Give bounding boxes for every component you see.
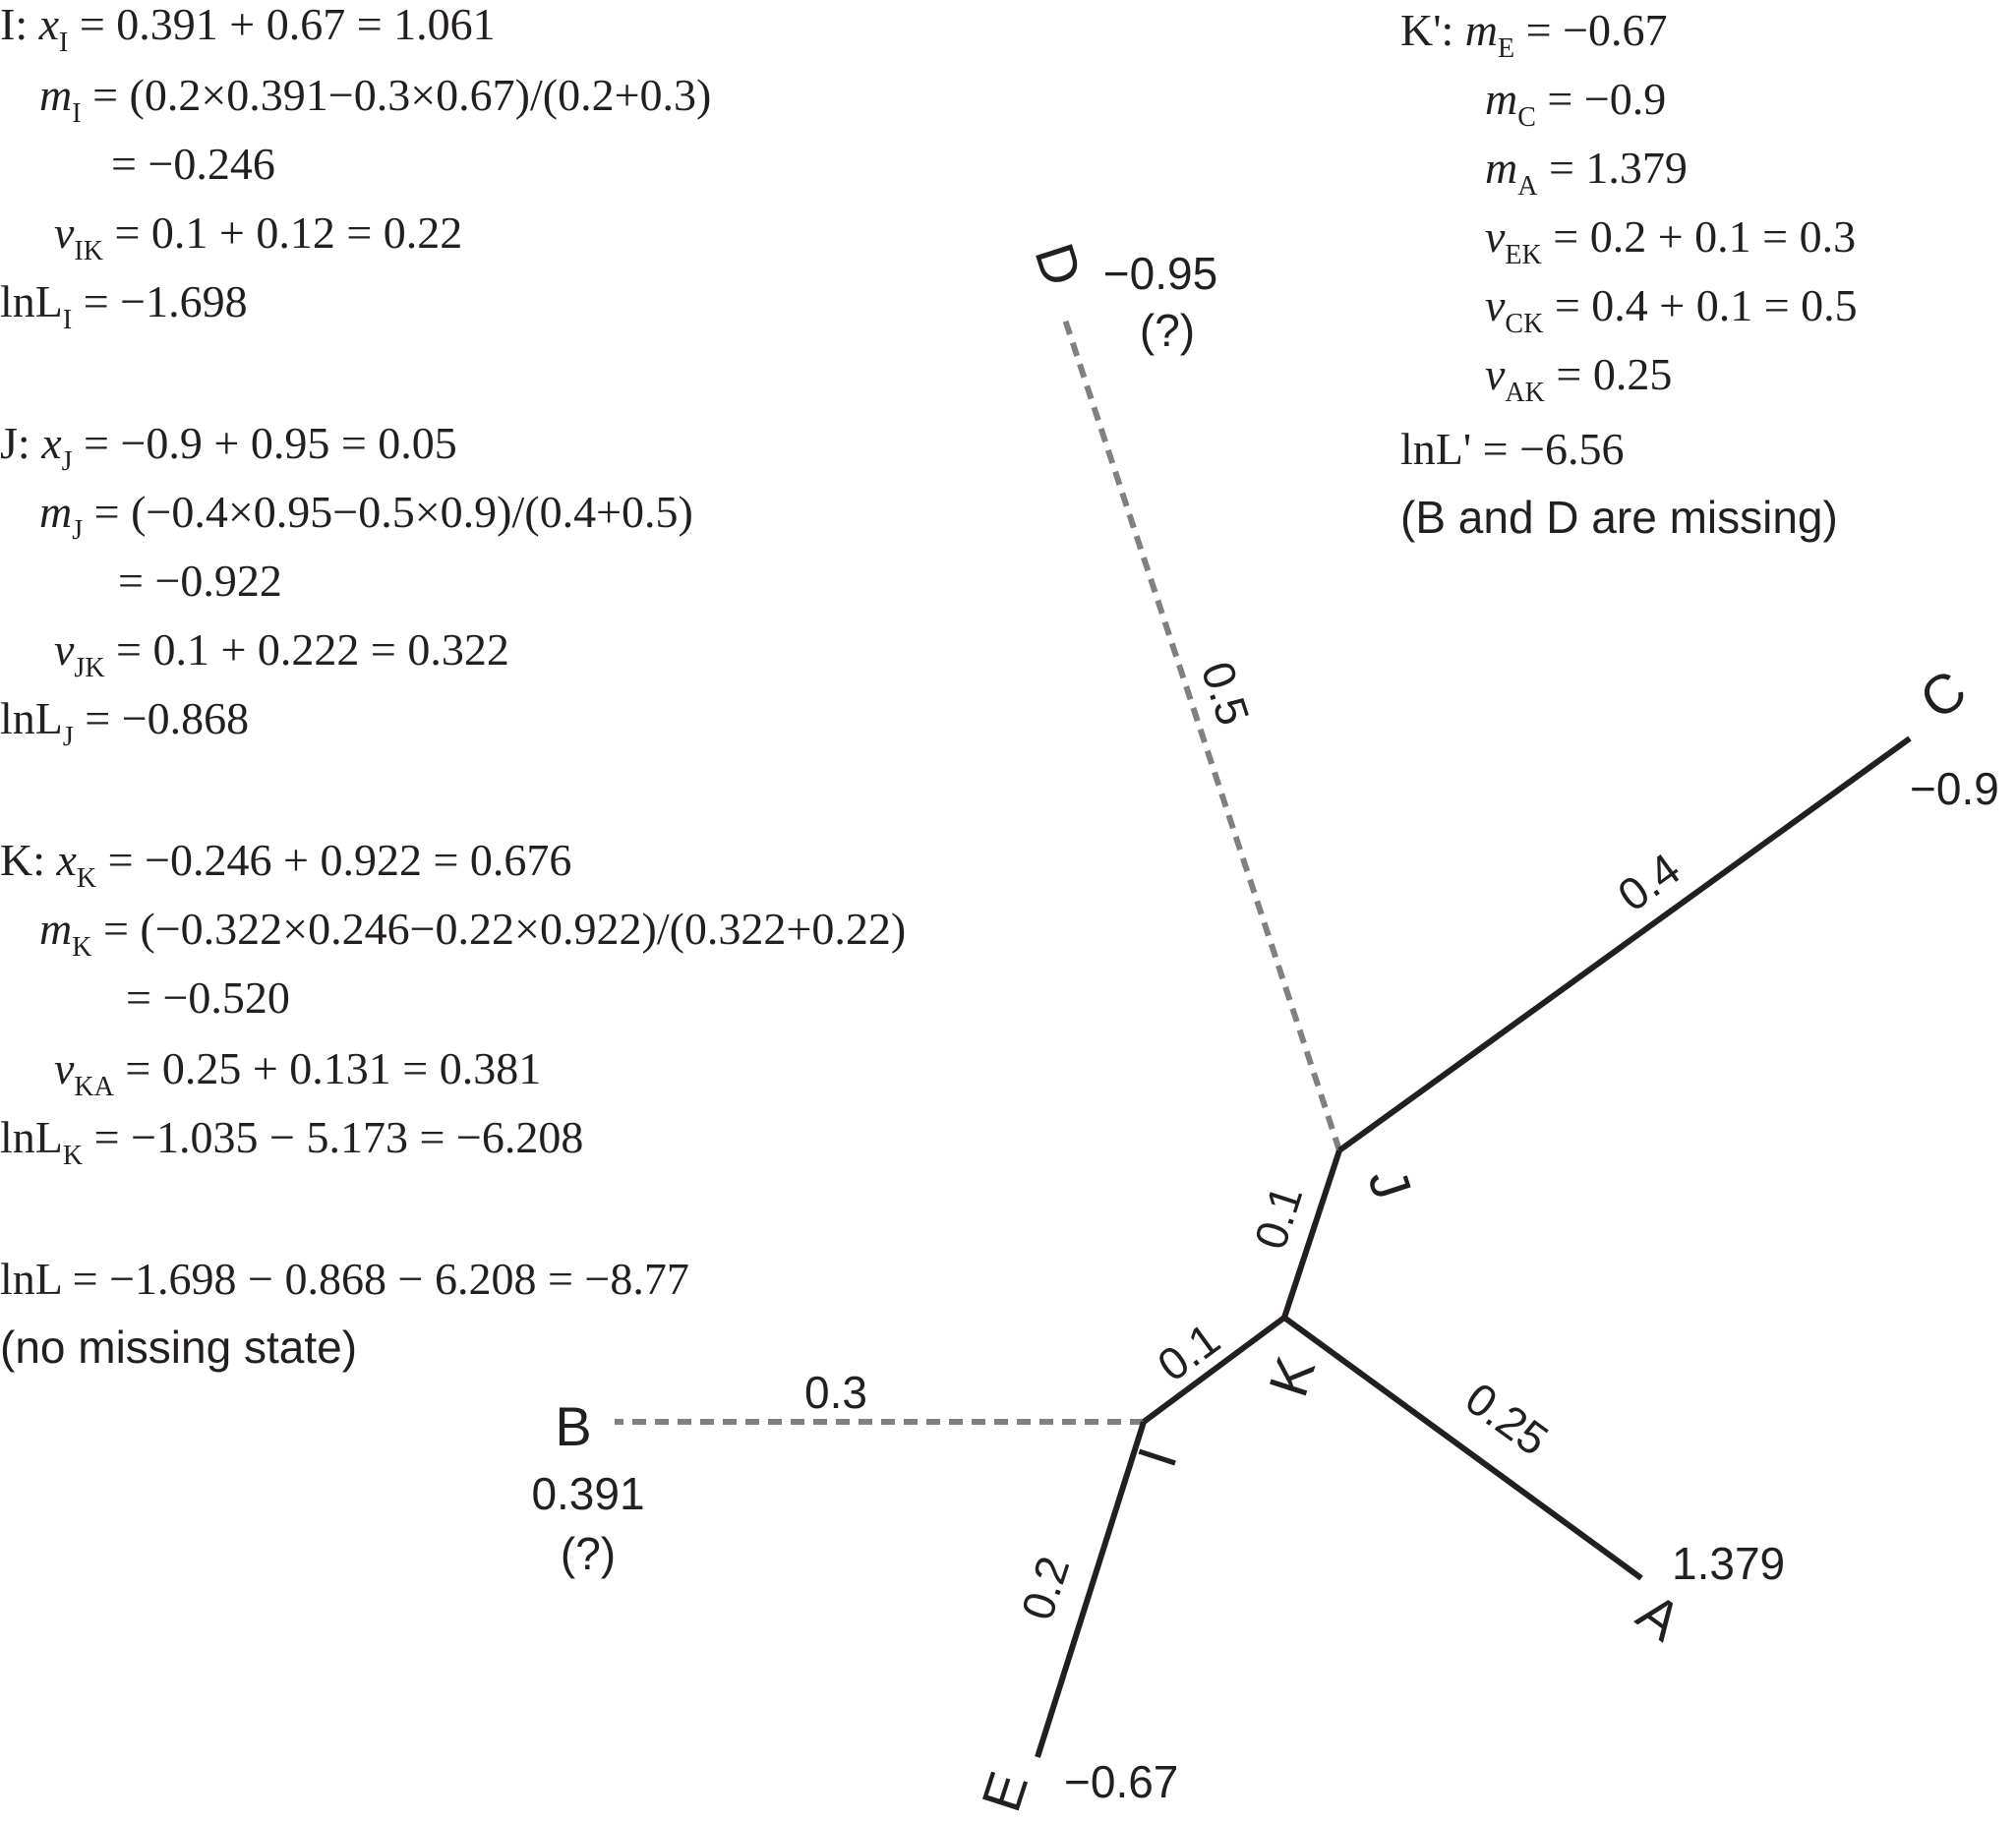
left-computations: I: xI = 0.391 + 0.67 = 1.061 mI = (0.2×0… bbox=[0, 0, 906, 1373]
tip-values: 0.391 (?) −0.95 (?) −0.9 1.379 −0.67 bbox=[531, 248, 1998, 1807]
Kprime-mC-line: mC = −0.9 bbox=[1485, 74, 1666, 133]
K-x-line: K: xK = −0.246 + 0.922 = 0.676 bbox=[0, 835, 571, 894]
I-x-line: I: xI = 0.391 + 0.67 = 1.061 bbox=[0, 0, 496, 58]
J-m-line: mJ = (−0.4×0.95−0.5×0.9)/(0.4+0.5) bbox=[39, 487, 693, 546]
J-v-line: vJK = 0.1 + 0.222 = 0.322 bbox=[54, 624, 509, 683]
Kprime-vCK-line: vCK = 0.4 + 0.1 = 0.5 bbox=[1485, 280, 1858, 339]
length-IB: 0.3 bbox=[804, 1367, 867, 1418]
tree-branches bbox=[615, 319, 1912, 1758]
length-IK: 0.1 bbox=[1148, 1313, 1228, 1391]
Kprime-vEK-line: vEK = 0.2 + 0.1 = 0.3 bbox=[1485, 211, 1856, 270]
value-D-missing: (?) bbox=[1140, 305, 1195, 356]
J-m-result: = −0.922 bbox=[118, 556, 282, 606]
node-K: K bbox=[1257, 1349, 1327, 1403]
branch-J-C bbox=[1337, 735, 1912, 1153]
total-lnL: lnL = −1.698 − 0.868 − 6.208 = −8.77 bbox=[0, 1254, 689, 1304]
length-IE: 0.2 bbox=[1011, 1551, 1079, 1626]
node-B: B bbox=[555, 1395, 591, 1457]
Kprime-lnL: lnL' = −6.56 bbox=[1400, 424, 1625, 474]
Kprime-vAK-line: vAK = 0.25 bbox=[1485, 349, 1672, 408]
J-x-line: J: xJ = −0.9 + 0.95 = 0.05 bbox=[0, 418, 457, 477]
right-computations: K': mE = −0.67 mC = −0.9 mA = 1.379 vEK … bbox=[1400, 5, 1858, 543]
node-E: E bbox=[970, 1764, 1039, 1818]
I-m-result: = −0.246 bbox=[111, 139, 275, 189]
node-I: I bbox=[1125, 1441, 1189, 1474]
branch-I-E bbox=[1035, 1421, 1147, 1758]
I-lnL-line: lnLI = −1.698 bbox=[0, 276, 248, 335]
node-D: D bbox=[1023, 236, 1094, 293]
value-A: 1.379 bbox=[1672, 1538, 1785, 1589]
node-A: A bbox=[1627, 1581, 1693, 1653]
I-v-line: vIK = 0.1 + 0.12 = 0.22 bbox=[54, 207, 462, 266]
missing-note: (B and D are missing) bbox=[1400, 492, 1838, 543]
branch-I-K bbox=[1142, 1315, 1286, 1425]
value-B-missing: (?) bbox=[561, 1528, 616, 1579]
length-JD: 0.5 bbox=[1192, 656, 1260, 732]
node-J: J bbox=[1356, 1161, 1424, 1206]
K-v-line: vKA = 0.25 + 0.131 = 0.381 bbox=[54, 1043, 541, 1102]
no-missing-note: (no missing state) bbox=[0, 1322, 357, 1373]
branch-J-D bbox=[1062, 319, 1342, 1151]
K-m-result: = −0.520 bbox=[126, 972, 290, 1023]
J-lnL-line: lnLJ = −0.868 bbox=[0, 693, 249, 752]
branch-length-labels: 0.3 0.2 0.1 0.1 0.25 0.5 0.4 bbox=[804, 656, 1690, 1626]
Kprime-mA-line: mA = 1.379 bbox=[1485, 143, 1688, 202]
branch-K-A bbox=[1282, 1315, 1643, 1581]
value-D: −0.95 bbox=[1103, 248, 1217, 299]
length-KJ: 0.1 bbox=[1244, 1180, 1312, 1256]
branch-K-J bbox=[1281, 1149, 1342, 1319]
value-B: 0.391 bbox=[531, 1468, 644, 1519]
value-C: −0.9 bbox=[1910, 763, 1999, 814]
node-C: C bbox=[1909, 658, 1978, 732]
Kprime-mE-line: K': mE = −0.67 bbox=[1400, 5, 1668, 64]
value-E: −0.67 bbox=[1064, 1756, 1178, 1807]
K-lnL-line: lnLK = −1.035 − 5.173 = −6.208 bbox=[0, 1112, 583, 1171]
I-m-line: mI = (0.2×0.391−0.3×0.67)/(0.2+0.3) bbox=[39, 70, 711, 129]
K-m-line: mK = (−0.322×0.246−0.22×0.922)/(0.322+0.… bbox=[39, 904, 906, 963]
